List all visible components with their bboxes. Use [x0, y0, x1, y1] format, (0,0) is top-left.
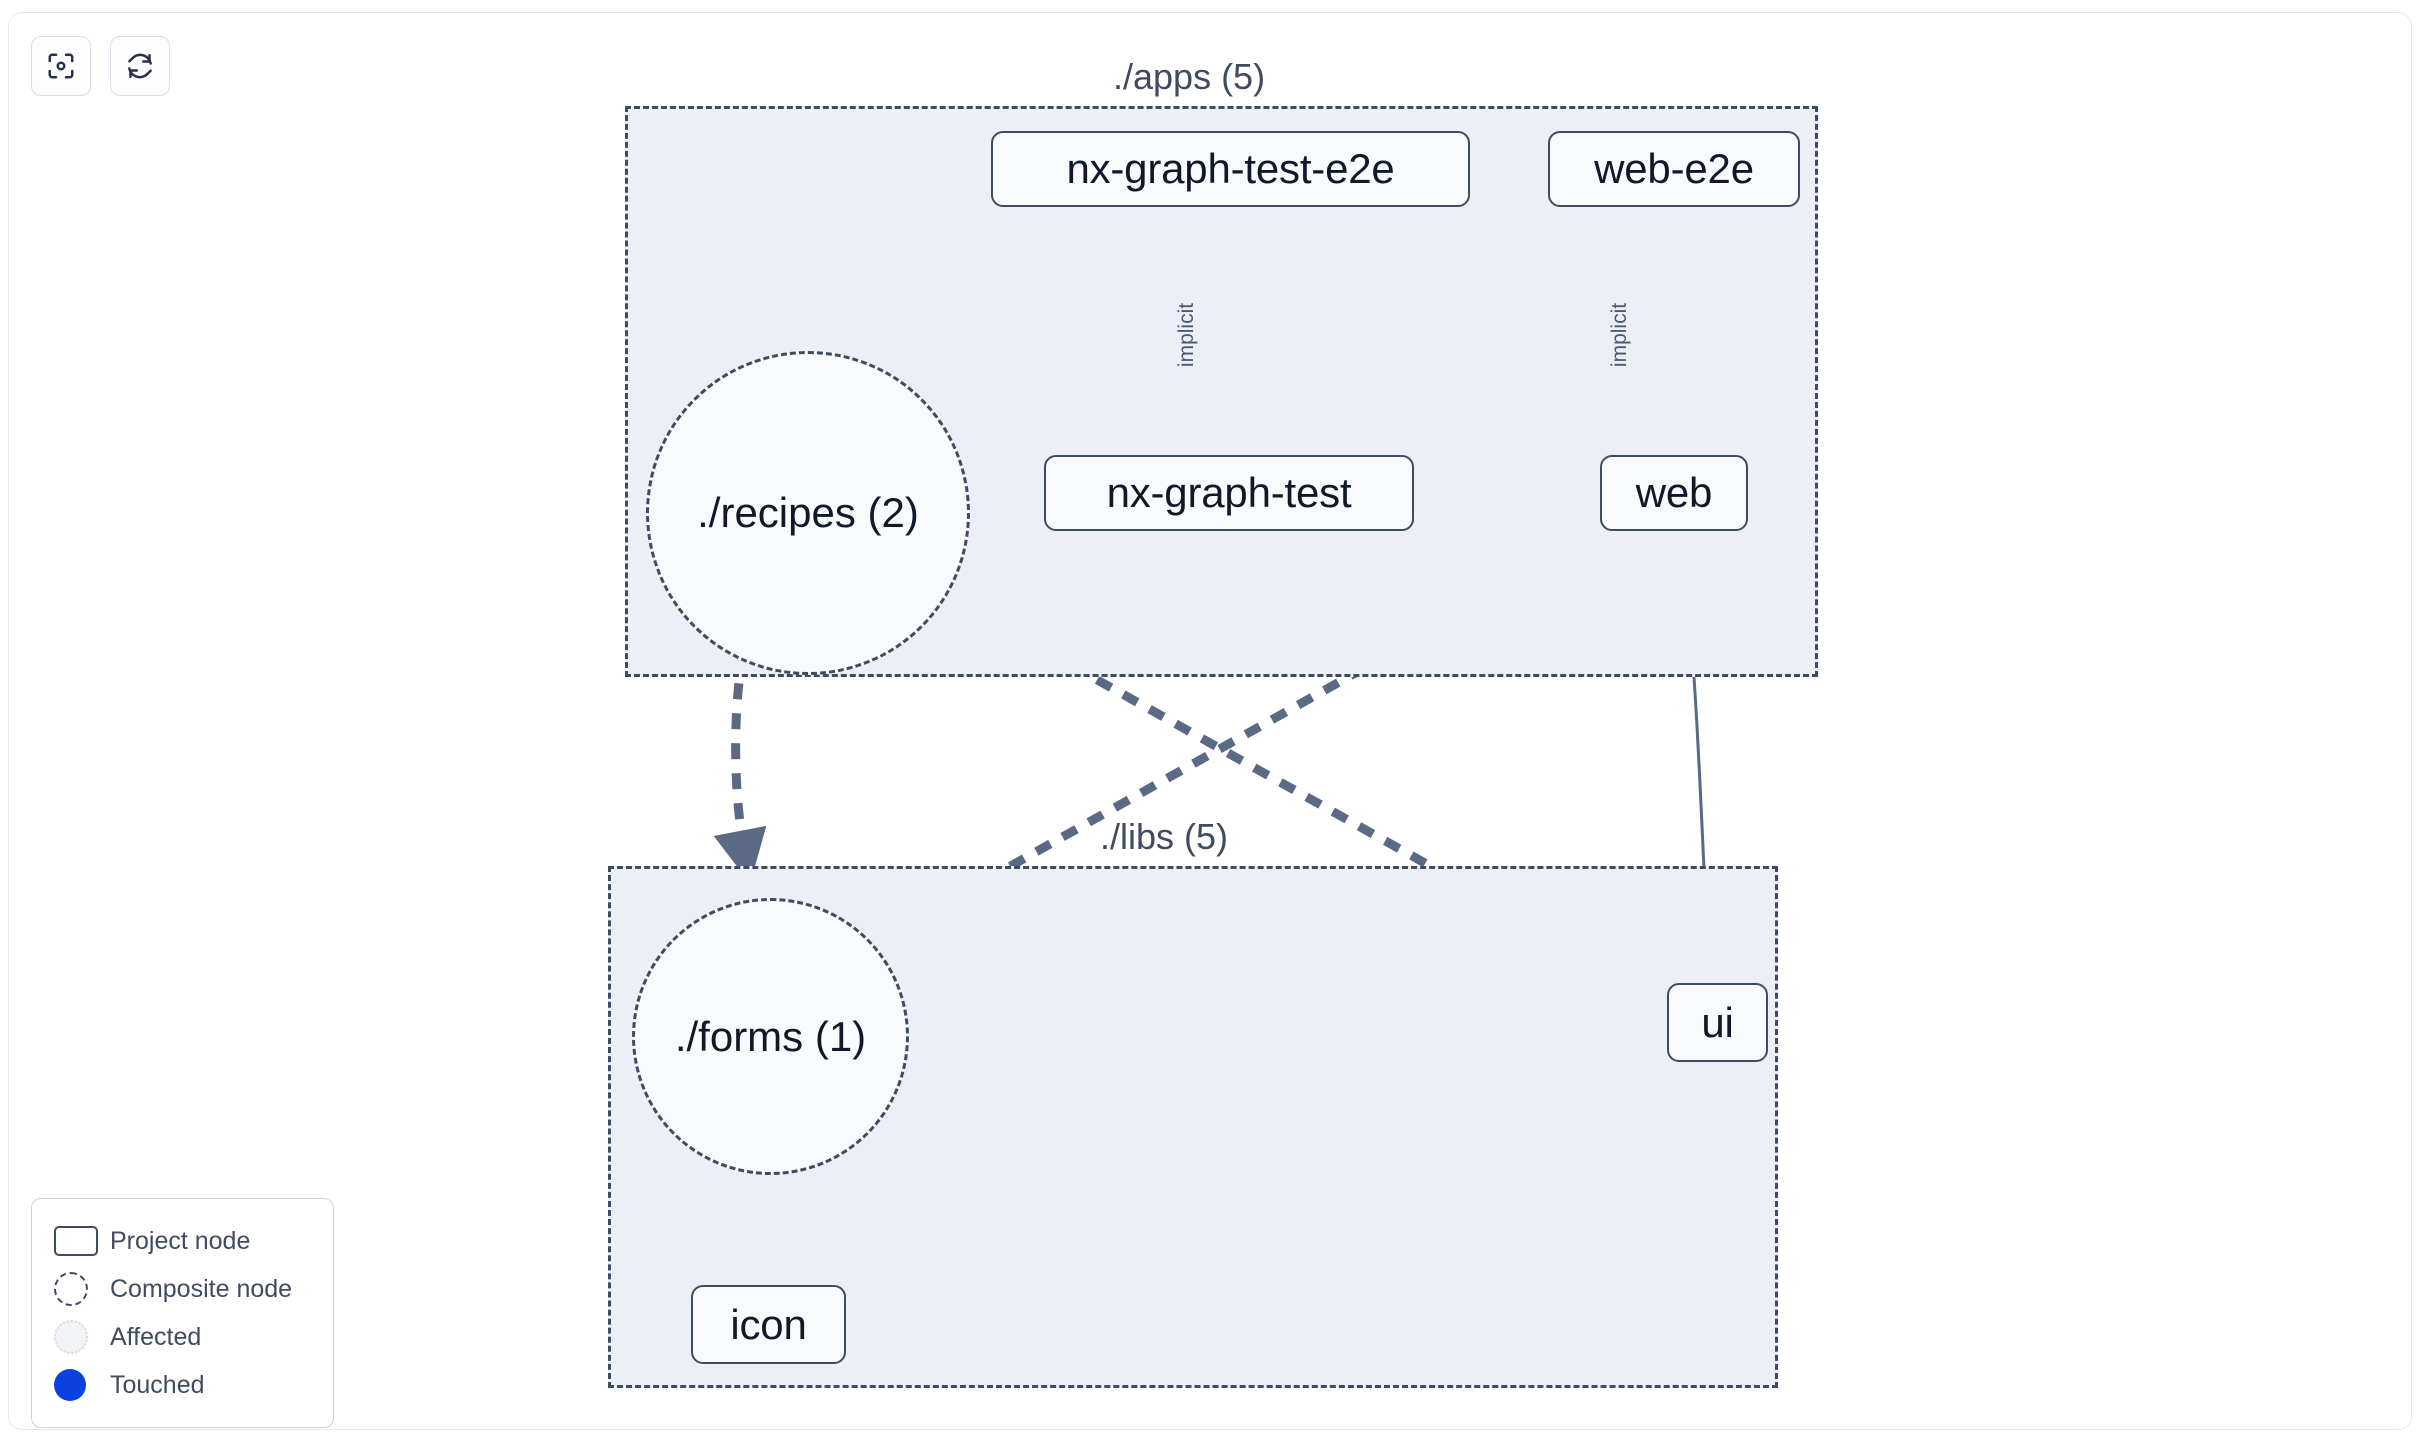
legend-item-project-node: Project node [54, 1217, 313, 1265]
focus-target-icon [46, 51, 76, 81]
node-label-icon: icon [730, 1300, 807, 1348]
legend-label-composite-node: Composite node [110, 1274, 293, 1303]
touched-swatch [54, 1369, 110, 1401]
legend-item-affected: Affected [54, 1313, 313, 1361]
legend-label-touched: Touched [110, 1370, 205, 1399]
node-web-e2e[interactable]: web-e2e [1548, 131, 1800, 207]
project-node-swatch [54, 1226, 110, 1256]
affected-swatch [54, 1320, 110, 1354]
node-recipes[interactable]: ./recipes (2) [646, 351, 970, 675]
edge-label-implicit-web: implicit [1608, 302, 1632, 368]
node-nx-graph-test[interactable]: nx-graph-test [1044, 455, 1414, 531]
node-label-web-e2e: web-e2e [1594, 145, 1754, 192]
focus-graph-button[interactable] [31, 36, 91, 96]
legend-item-composite-node: Composite node [54, 1265, 313, 1313]
node-label-web: web [1635, 469, 1713, 516]
node-label-recipes: ./recipes (2) [697, 489, 919, 536]
composite-node-swatch [54, 1272, 110, 1306]
edge-label-implicit-nx-graph-test: implicit [1175, 302, 1199, 368]
legend-label-affected: Affected [110, 1322, 202, 1351]
node-nx-graph-test-e2e[interactable]: nx-graph-test-e2e [991, 131, 1470, 207]
refresh-icon [125, 51, 155, 81]
group-label-apps: ./apps (5) [1113, 56, 1266, 97]
node-label-nx-graph-test-e2e: nx-graph-test-e2e [1066, 145, 1395, 192]
node-web[interactable]: web [1600, 455, 1748, 531]
refresh-graph-button[interactable] [110, 36, 170, 96]
legend-item-touched: Touched [54, 1361, 313, 1409]
node-icon[interactable]: icon [691, 1285, 846, 1364]
node-label-ui: ui [1701, 998, 1734, 1046]
node-label-nx-graph-test: nx-graph-test [1106, 469, 1352, 516]
node-forms[interactable]: ./forms (1) [632, 898, 909, 1175]
group-label-libs: ./libs (5) [1100, 816, 1229, 857]
node-label-forms: ./forms (1) [674, 1012, 867, 1060]
graph-toolbar [31, 36, 170, 96]
graph-legend: Project node Composite node Affected Tou… [31, 1198, 334, 1428]
node-ui[interactable]: ui [1667, 983, 1768, 1062]
legend-label-project-node: Project node [110, 1226, 251, 1255]
